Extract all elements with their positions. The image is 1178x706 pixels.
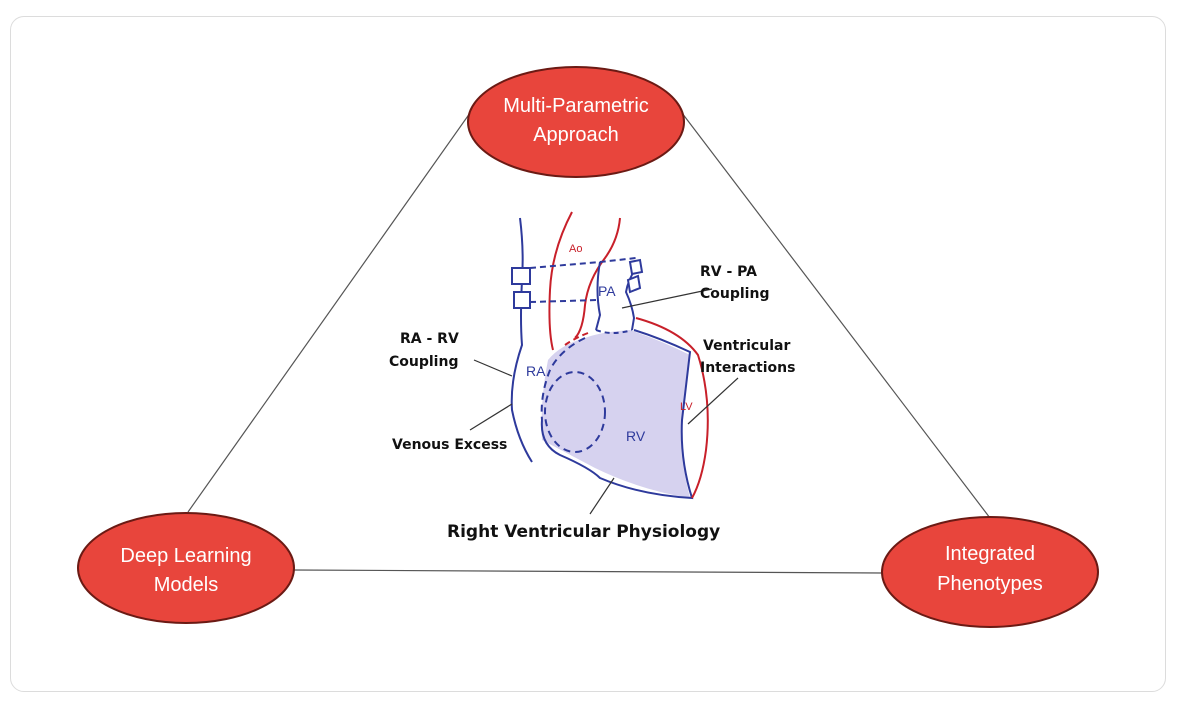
annotation-rv-pa-line1: RV - PA bbox=[700, 264, 757, 280]
pa-branch-dashed bbox=[529, 257, 637, 269]
aorta-right-wall bbox=[574, 217, 621, 339]
ra-dashed-ellipse bbox=[544, 371, 606, 453]
connector-bottom bbox=[292, 569, 884, 574]
node-integrated-line1: Integrated bbox=[945, 543, 1035, 565]
annotation-ra-rv-line1: RA - RV bbox=[400, 331, 459, 347]
label-ao: Ao bbox=[569, 243, 582, 255]
ra-dashed-border bbox=[540, 337, 586, 421]
svc-stub bbox=[511, 267, 531, 309]
heart-illustration bbox=[510, 211, 709, 500]
leader-rv-pa bbox=[621, 288, 713, 309]
node-multi-parametric-line1: Multi-Parametric bbox=[503, 95, 649, 117]
pa-stub-right bbox=[626, 258, 644, 294]
annotation-ventricular-line2: Interactions bbox=[700, 360, 795, 376]
node-deep-learning: Deep Learning Models bbox=[77, 512, 295, 624]
annotation-rv-pa-line2: Coupling bbox=[700, 286, 769, 302]
leader-venous bbox=[469, 403, 513, 431]
leader-ventricular bbox=[687, 377, 739, 425]
node-integrated-line2: Phenotypes bbox=[937, 573, 1043, 595]
aorta-dashed bbox=[564, 332, 589, 346]
pa-left-wall bbox=[595, 261, 602, 331]
label-lv: LV bbox=[680, 401, 693, 413]
annotation-ra-rv-line2: Coupling bbox=[389, 354, 458, 370]
heart-title: Right Ventricular Physiology bbox=[447, 522, 720, 542]
pa-valve-dashed bbox=[595, 329, 633, 334]
label-rv: RV bbox=[626, 428, 646, 444]
annotation-venous-excess: Venous Excess bbox=[392, 437, 507, 453]
label-pa: PA bbox=[598, 283, 616, 299]
leader-title bbox=[589, 477, 615, 515]
node-integrated-phenotypes: Integrated Phenotypes bbox=[881, 516, 1099, 628]
aorta-left-wall bbox=[548, 211, 573, 351]
pa-right-wall bbox=[624, 267, 637, 331]
connector-top-left bbox=[187, 112, 471, 513]
node-deep-learning-line1: Deep Learning bbox=[120, 545, 251, 567]
triangle-connectors bbox=[187, 112, 991, 574]
vena-cava-wall bbox=[510, 217, 533, 463]
node-multi-parametric-line2: Approach bbox=[533, 124, 619, 146]
pa-branch-lower-dashed bbox=[529, 299, 599, 303]
node-deep-learning-line2: Models bbox=[154, 574, 218, 596]
connector-top-right bbox=[681, 112, 991, 519]
label-ra: RA bbox=[526, 363, 546, 379]
leader-ra-rv bbox=[473, 359, 513, 377]
annotation-ventricular-line1: Ventricular bbox=[703, 338, 790, 354]
node-multi-parametric: Multi-Parametric Approach bbox=[467, 66, 685, 178]
annotation-leaders bbox=[469, 288, 739, 515]
lv-outline bbox=[635, 317, 709, 499]
rv-region bbox=[541, 330, 690, 498]
